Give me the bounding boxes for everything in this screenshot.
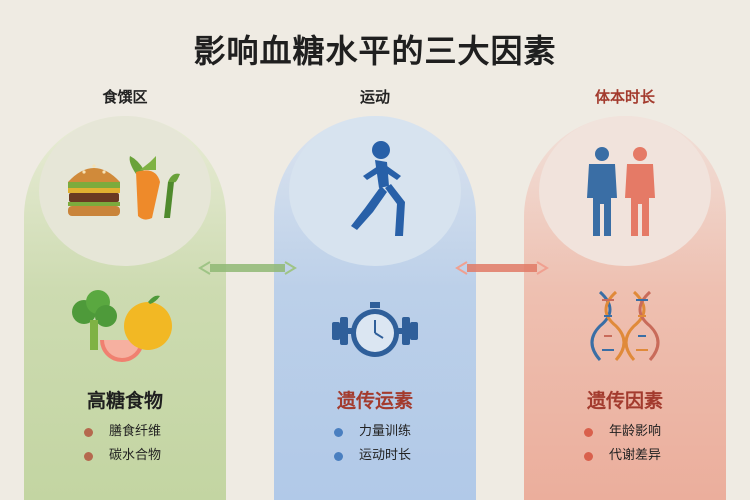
item-label: 碳水合物 (109, 448, 162, 463)
column-label-diet: 食馔区 (102, 88, 148, 106)
double-arrow-green-icon (198, 261, 297, 275)
exercise-circle (289, 116, 461, 266)
bullet-icon (334, 451, 343, 461)
item-label: 年龄影响 (609, 424, 662, 439)
item-label: 代谢差异 (609, 448, 662, 463)
diet-circle (39, 116, 211, 266)
list-item: 碳水合物 (84, 444, 161, 468)
double-arrow-red-icon (455, 261, 549, 275)
item-label: 运动时长 (359, 448, 412, 463)
list-item: 代谢差异 (584, 444, 661, 468)
genetics-items: 年龄影响 代谢差异 (584, 420, 661, 468)
item-label: 膳食纤维 (109, 424, 162, 439)
diet-items: 膳食纤维 碳水合物 (84, 420, 161, 468)
exercise-heading: 遗传运素 (336, 390, 413, 412)
bullet-icon (84, 451, 93, 461)
bullet-icon (584, 451, 593, 461)
column-label-body: 体本时长 (594, 88, 655, 106)
genetics-heading: 遗传因素 (586, 390, 663, 412)
diet-heading: 高糖食物 (86, 390, 163, 412)
exercise-items: 力量训练 运动时长 (334, 420, 411, 468)
burger-vegetables-icon (68, 156, 180, 220)
column-label-exercise: 运动 (359, 88, 390, 106)
two-people-icon (587, 147, 655, 236)
dna-icon (590, 290, 660, 361)
list-item: 运动时长 (334, 444, 411, 468)
list-item: 力量训练 (334, 420, 411, 444)
bullet-icon (334, 427, 343, 437)
genetics-circle (539, 116, 711, 266)
bullet-icon (84, 427, 93, 437)
dumbbell-stopwatch-icon (332, 302, 418, 357)
page-title: 影响血糖水平的三大因素 (193, 32, 557, 70)
list-item: 膳食纤维 (84, 420, 161, 444)
bullet-icon (584, 427, 593, 437)
list-item: 年龄影响 (584, 420, 661, 444)
running-person-icon (351, 141, 405, 236)
item-label: 力量训练 (359, 424, 412, 439)
fruit-broccoli-icon (72, 290, 172, 362)
